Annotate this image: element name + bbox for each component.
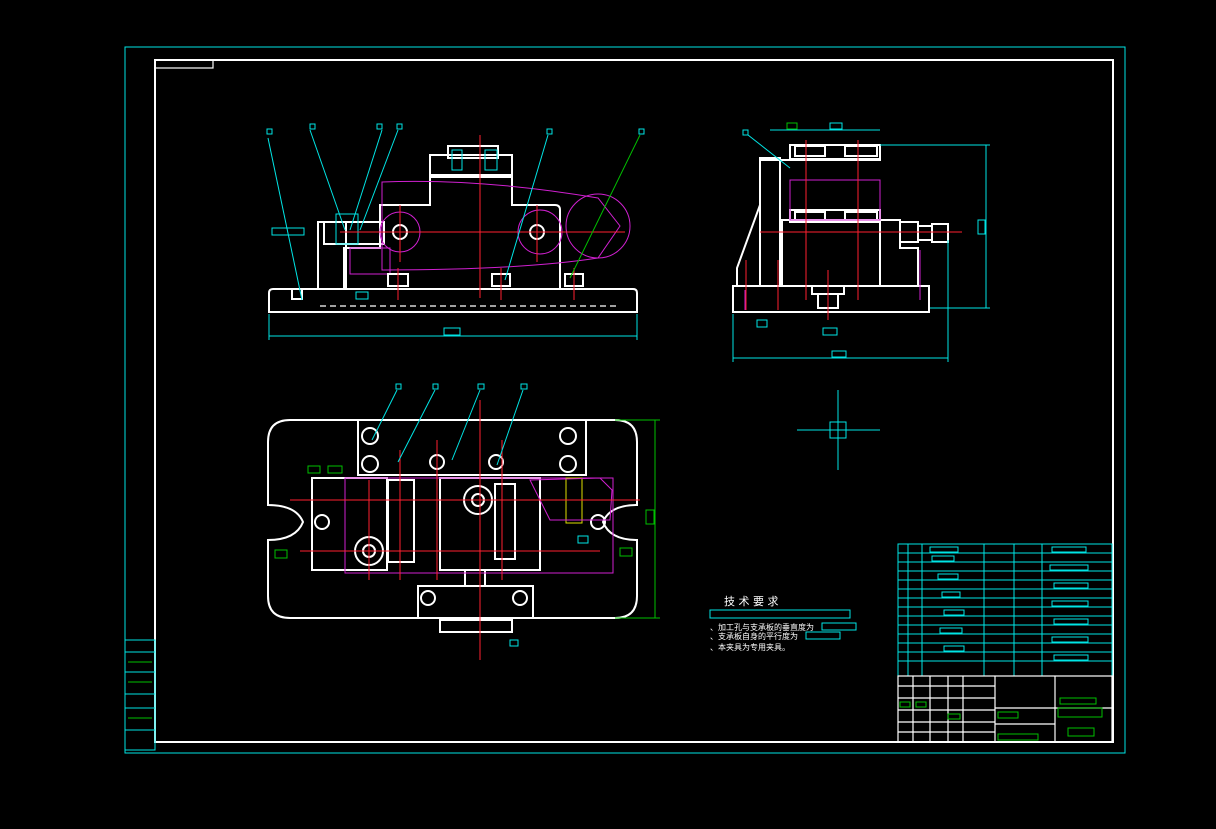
front-view — [266, 123, 645, 340]
tech-requirements-title: 技 术 要 求 — [724, 595, 779, 608]
corner-code-box — [154, 59, 214, 69]
crosshair-mark — [797, 390, 880, 470]
outer-sheet-border — [124, 46, 1126, 754]
side-view — [732, 122, 990, 362]
title-block — [897, 675, 1113, 743]
binding-strip — [124, 639, 156, 751]
top-view — [267, 383, 660, 660]
parts-list-table — [897, 543, 1113, 677]
tech-requirement-3: 、本夹具为专用夹具。 — [710, 642, 790, 652]
tech-requirement-1: 、加工孔与支承板的垂直度为 — [710, 622, 814, 632]
tech-requirement-2: 、支承板自身的平行度为 — [710, 631, 798, 641]
tech-requirements-block: 技 术 要 求 、加工孔与支承板的垂直度为 、支承板自身的平行度为 、本夹具为专… — [709, 595, 857, 652]
inner-drawing-frame — [154, 59, 1114, 743]
